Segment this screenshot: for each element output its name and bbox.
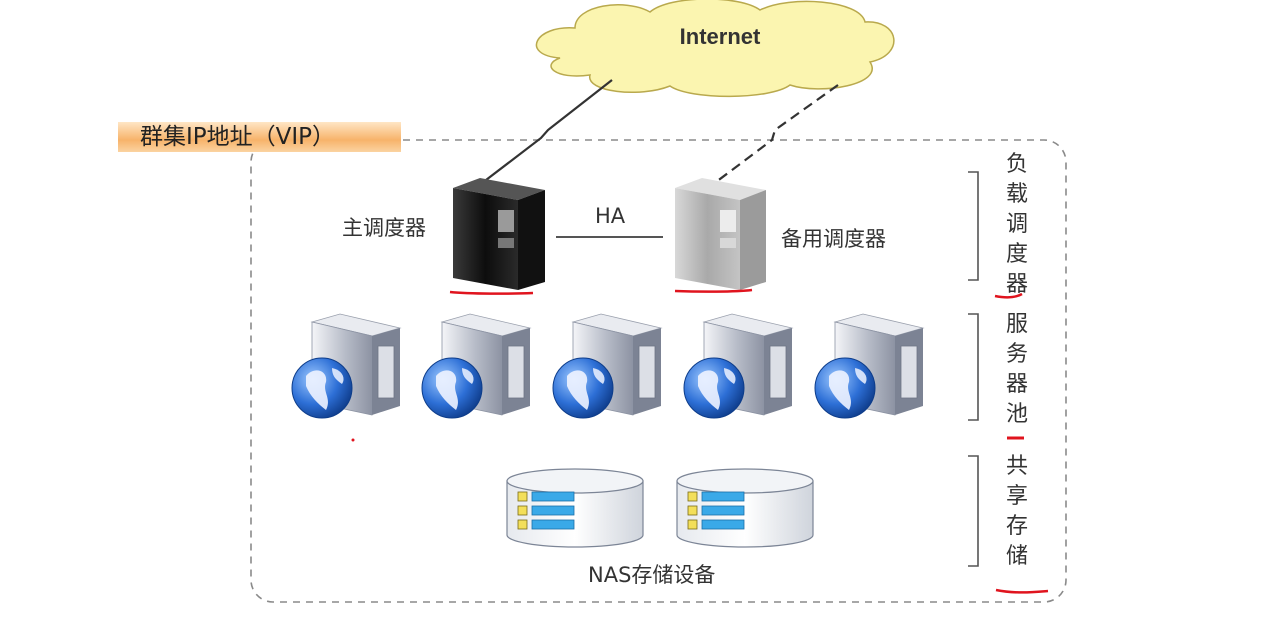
tier-bracket (968, 313, 979, 421)
annotation-underline (995, 588, 1049, 594)
web-server-icon (552, 313, 663, 419)
tier-bracket (968, 455, 979, 567)
annotation-dot (351, 438, 355, 442)
tier-char: 池 (1005, 402, 1028, 427)
cluster-boundary (250, 139, 1067, 603)
web-server-icon (291, 313, 402, 419)
tier-char: 存 (1005, 514, 1028, 539)
internet-label: Internet (679, 24, 761, 49)
tier-char: 共 (1005, 454, 1028, 479)
backup-link (715, 84, 839, 183)
tier-char: 器 (1005, 372, 1028, 397)
cloud-icon (535, 0, 895, 98)
tier-char: 负 (1005, 152, 1028, 177)
tier-char: 服 (1005, 312, 1028, 337)
tier-char: 度 (1005, 242, 1028, 267)
backup-scheduler-label: 备用调度器 (781, 227, 886, 251)
server-pool (291, 313, 925, 419)
tier-bracket (968, 171, 979, 281)
annotation-underline (674, 288, 753, 293)
backup-server-icon (675, 178, 766, 290)
storage-group (506, 468, 814, 548)
tier-label-server-pool: 服 务 器 池 (1002, 310, 1032, 430)
tier-char: 载 (1005, 182, 1028, 207)
annotation-underline (449, 290, 534, 295)
tier-label-shared-storage: 共 享 存 储 (1002, 452, 1032, 572)
tier-char: 调 (1005, 212, 1028, 237)
cluster-vip-label: 群集IP地址（VIP） (118, 122, 401, 152)
nas-storage-icon (676, 468, 814, 548)
primary-link (485, 79, 613, 181)
tier-char: 储 (1005, 544, 1028, 569)
ha-label: HA (595, 204, 626, 228)
primary-server-icon (453, 178, 545, 290)
web-server-icon (421, 313, 532, 419)
tier-char: 享 (1005, 484, 1028, 509)
annotation-underline (994, 292, 1023, 299)
nas-storage-icon (506, 468, 644, 548)
web-server-icon (814, 313, 925, 419)
tier-char: 务 (1005, 342, 1028, 367)
storage-label: NAS存储设备 (588, 563, 716, 587)
primary-scheduler-label: 主调度器 (342, 216, 426, 240)
tier-label-load-balancer: 负 载 调 度 器 (1002, 150, 1032, 300)
web-server-icon (683, 313, 794, 419)
tier-char: 器 (1005, 272, 1028, 297)
